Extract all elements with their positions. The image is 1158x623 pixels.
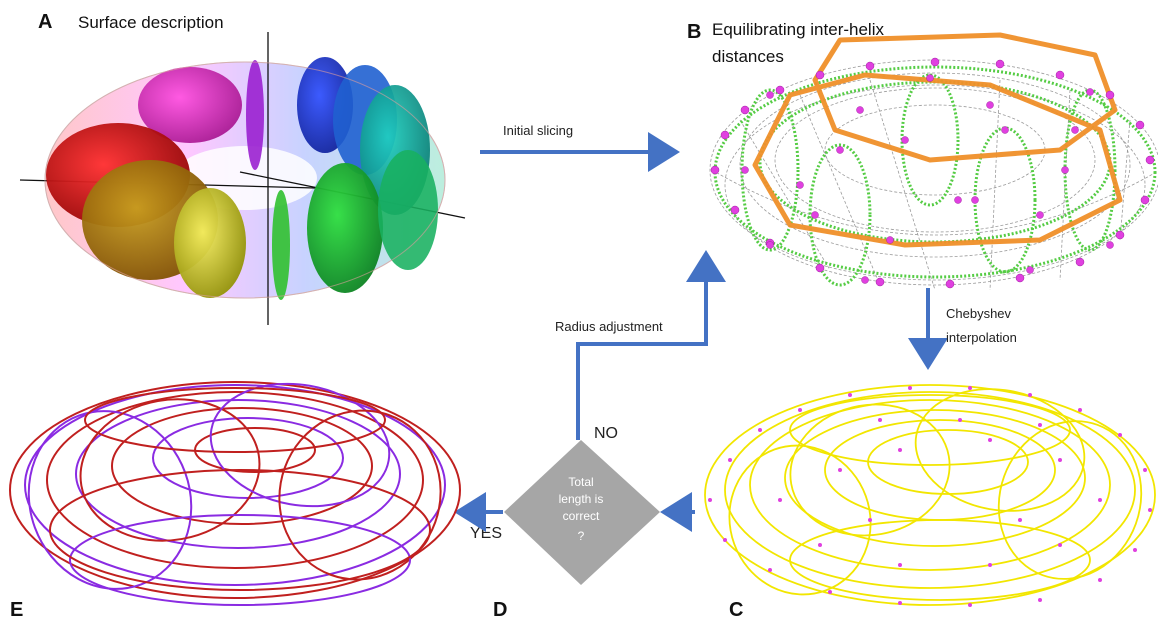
- decision-line3: correct: [563, 509, 600, 523]
- panel-d-letter: D: [493, 599, 507, 621]
- bead-network-illustration: [709, 32, 1158, 291]
- radius-adjustment-label: Radius adjustment: [555, 319, 663, 334]
- torus-surface-illustration: [19, 32, 466, 325]
- chebyshev-label-line1: Chebyshev: [946, 306, 1012, 321]
- panel-a: A Surface description: [19, 11, 466, 325]
- initial-slicing-label: Initial slicing: [503, 123, 573, 138]
- decision-diamond: [504, 440, 660, 585]
- no-label: NO: [594, 425, 618, 442]
- panel-b-title-line1: Equilibrating inter-helix: [712, 20, 884, 39]
- panel-a-letter: A: [38, 11, 52, 33]
- decision-line1: Total: [568, 475, 593, 489]
- panel-a-title: Surface description: [78, 13, 224, 32]
- decision-line4: ?: [578, 529, 585, 543]
- interpolation-beads: [708, 386, 1152, 607]
- panel-e: E: [9, 381, 461, 621]
- panel-e-letter: E: [10, 599, 23, 621]
- decision-line2: length is: [559, 492, 604, 506]
- final-helix-illustration: [9, 381, 461, 606]
- yellow-helix-illustration: [704, 384, 1156, 606]
- arrow-radius-adjustment: Radius adjustment: [555, 250, 726, 440]
- yes-label: YES: [470, 525, 502, 542]
- arrow-initial-slicing: Initial slicing: [480, 123, 680, 172]
- arrow-chebyshev: Chebyshev interpolation: [908, 288, 1017, 370]
- chebyshev-label-line2: interpolation: [946, 330, 1017, 345]
- panel-c: C: [704, 384, 1156, 621]
- panel-d: D Total length is correct ? NO YES: [470, 425, 660, 621]
- panel-b: B Equilibrating inter-helix distances: [687, 20, 1158, 291]
- panel-c-letter: C: [729, 599, 743, 621]
- panel-b-letter: B: [687, 21, 701, 43]
- panel-b-title-line2: distances: [712, 47, 784, 66]
